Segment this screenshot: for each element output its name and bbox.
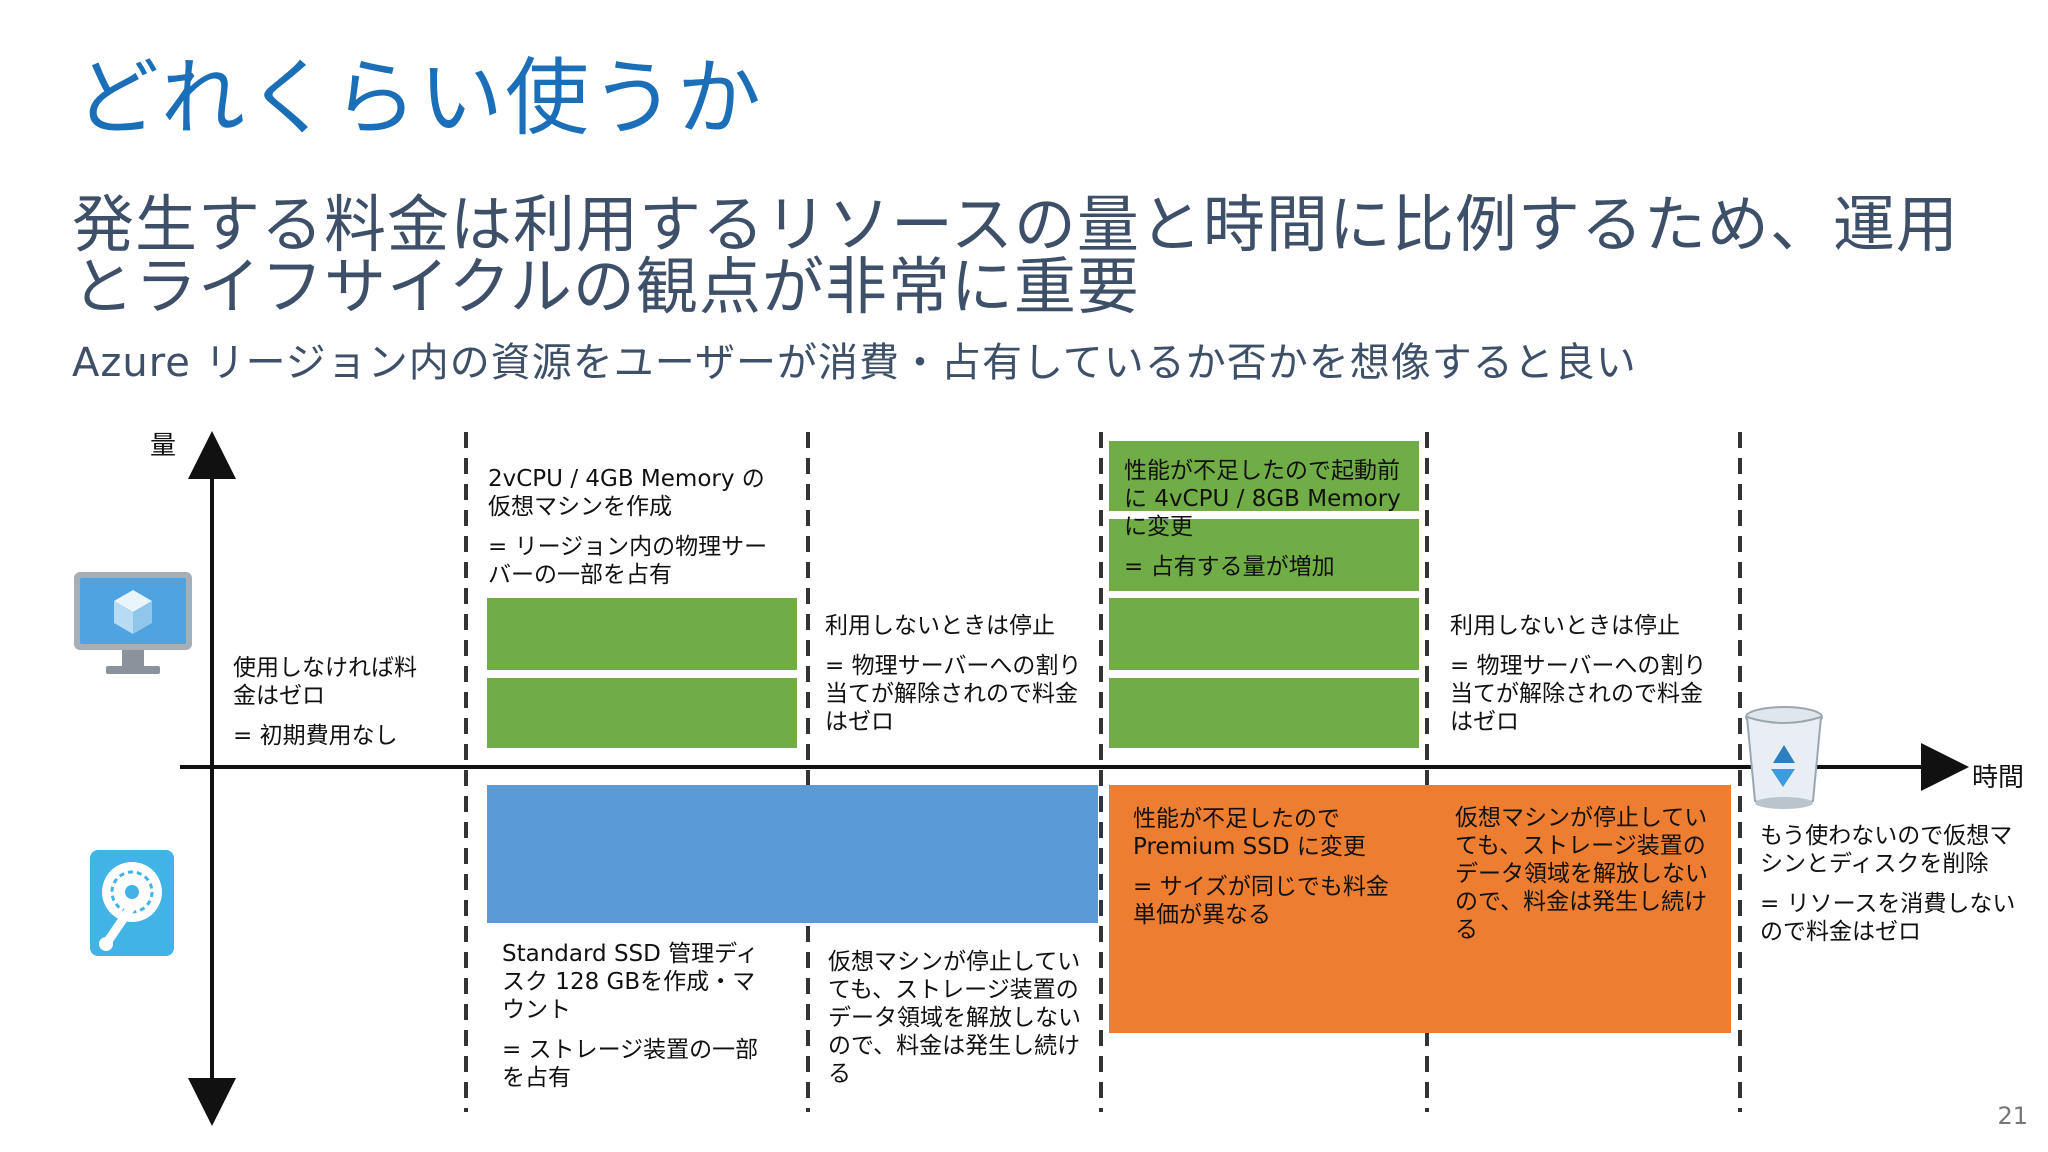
note-phase1-upper: 2vCPU / 4GB Memory の仮想マシンを作成 = リージョン内の物理… [488,465,778,601]
managed-disk-icon [88,848,176,958]
note-text: 仮想マシンが停止していても、ストレージ装置のデータ領域を解放しないので、料金は発… [1455,805,1708,943]
note-text: = サイズが同じでも料金単価が異なる [1133,874,1389,928]
y-axis-label: 量 [150,431,177,461]
vm-2vcpu-block-lower [487,678,797,748]
note-text: 2vCPU / 4GB Memory の仮想マシンを作成 [488,466,765,520]
note-text: 利用しないときは停止 [825,613,1055,639]
note-text: 利用しないときは停止 [1450,613,1680,639]
note-text: 性能が不足したので起動前に 4vCPU / 8GB Memory に変更 [1124,458,1401,540]
note-text: = リソースを消費しないので料金はゼロ [1760,891,2016,945]
note-text: もう使わないので仮想マシンとディスクを削除 [1760,823,2013,877]
note-phase3-lower: 性能が不足したので Premium SSD に変更 = サイズが同じでも料金単価… [1133,805,1395,941]
note-phase0-upper: 使用しなければ料金はゼロ = 初期費用なし [233,654,438,762]
standard-ssd-block [487,785,1098,923]
note-text: 仮想マシンが停止していても、ストレージ装置のデータ領域を解放しないので、料金は発… [828,949,1081,1087]
note-phase4-lower: 仮想マシンが停止していても、ストレージ装置のデータ領域を解放しないので、料金は発… [1455,804,1713,956]
note-text: = ストレージ装置の一部を占有 [502,1037,759,1091]
subtitle: 発生する料金は利用するリソースの量と時間に比例するため、運用 とライフサイクルの… [72,194,1992,318]
note-phase5: もう使わないので仮想マシンとディスクを削除 = リソースを消費しないので料金はゼ… [1760,822,2022,958]
vm-4vcpu-block-3 [1109,598,1419,670]
note-text: = 占有する量が増加 [1124,554,1335,580]
caption: Azure リージョン内の資源をユーザーが消費・占有しているか否かを想像すると良… [72,340,1637,386]
note-phase3-upper: 性能が不足したので起動前に 4vCPU / 8GB Memory に変更 = 占… [1124,457,1414,593]
subtitle-line-2: とライフサイクルの観点が非常に重要 [72,250,1140,323]
premium-ssd-block [1109,785,1731,1033]
note-text: = リージョン内の物理サーバーの一部を占有 [488,534,768,588]
virtual-machine-icon [72,570,194,682]
recycle-bin-icon [1743,705,1825,810]
note-text: = 物理サーバーへの割り当てが解除されので料金はゼロ [825,653,1082,735]
note-phase4-upper: 利用しないときは停止 = 物理サーバーへの割り当てが解除されので料金はゼロ [1450,612,1712,748]
x-axis-label: 時間 [1972,763,2025,793]
note-phase2-lower: 仮想マシンが停止していても、ストレージ装置のデータ領域を解放しないので、料金は発… [828,948,1086,1100]
note-phase1-lower: Standard SSD 管理ディスク 128 GBを作成・マウント = ストレ… [502,940,774,1104]
note-text: Standard SSD 管理ディスク 128 GBを作成・マウント [502,941,759,1023]
subtitle-line-1: 発生する料金は利用するリソースの量と時間に比例するため、運用 [72,188,1959,261]
vm-4vcpu-block-1 [1109,441,1419,511]
vm-4vcpu-block-4 [1109,678,1419,748]
note-phase2-upper: 利用しないときは停止 = 物理サーバーへの割り当てが解除されので料金はゼロ [825,612,1087,748]
note-text: = 初期費用なし [233,723,398,749]
note-text: 使用しなければ料金はゼロ [233,655,417,709]
page-number: 21 [1997,1102,2028,1130]
page-title: どれくらい使うか [75,49,764,147]
vm-4vcpu-block-2 [1109,519,1419,591]
vm-2vcpu-block-upper [487,598,797,670]
note-text: 性能が不足したので Premium SSD に変更 [1133,806,1366,860]
note-text: = 物理サーバーへの割り当てが解除されので料金はゼロ [1450,653,1707,735]
